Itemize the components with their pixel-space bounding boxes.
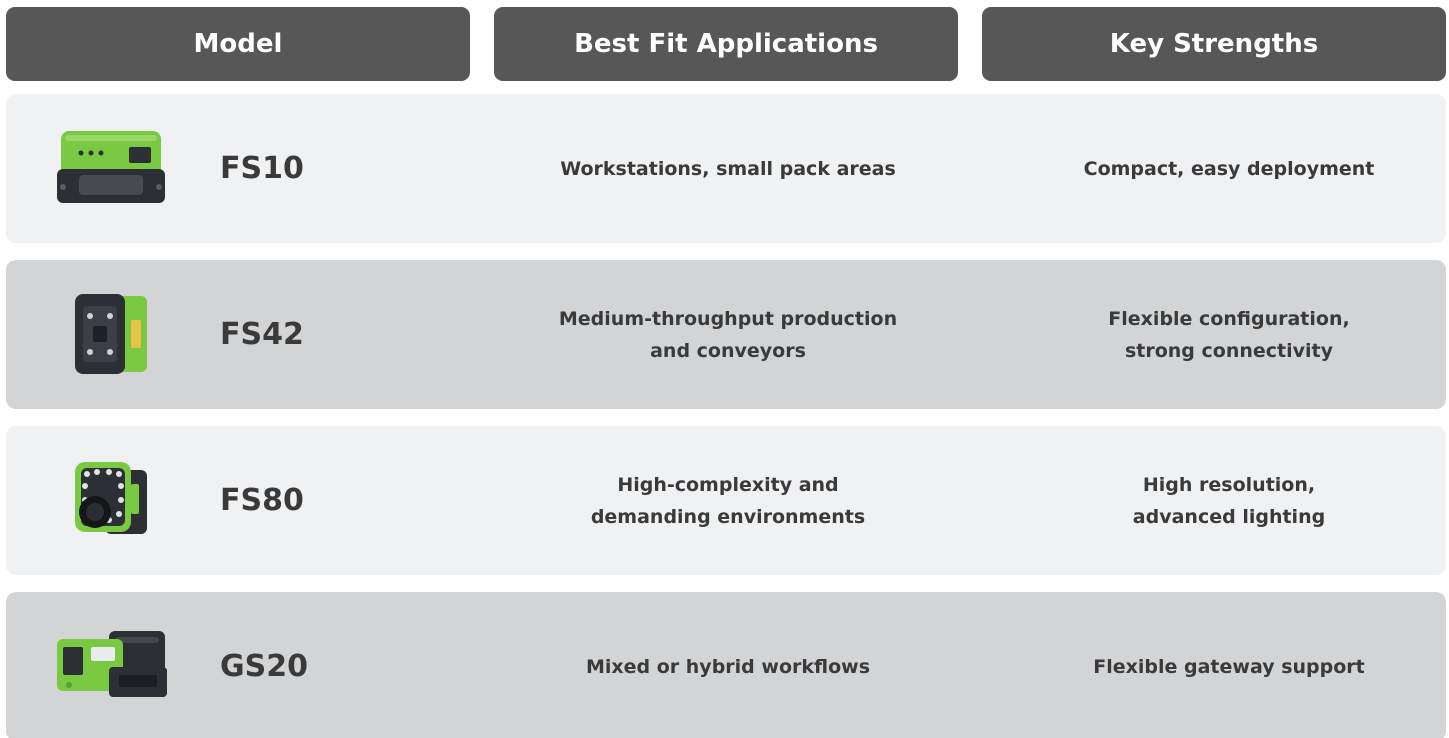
applications-line: and conveyors bbox=[650, 339, 806, 362]
strengths-line: Compact, easy deployment bbox=[1083, 157, 1375, 180]
model-name: GS20 bbox=[220, 649, 308, 684]
fs80-scanner-icon bbox=[46, 450, 176, 550]
table-row-fs10: FS10 Workstations, small pack areas Comp… bbox=[6, 94, 1446, 243]
table-row-fs42: FS42 Medium-throughput production and co… bbox=[6, 260, 1446, 409]
applications-line: demanding environments bbox=[590, 505, 866, 528]
strengths-line: High resolution, bbox=[1142, 473, 1316, 496]
strengths-line: Flexible configuration, bbox=[1108, 307, 1350, 330]
model-name: FS80 bbox=[220, 483, 304, 518]
key-strengths-cell: High resolution, advanced lighting bbox=[1002, 426, 1449, 575]
table-row-gs20: GS20 Mixed or hybrid workflows Flexible … bbox=[6, 592, 1446, 738]
fs10-scanner-icon bbox=[46, 118, 176, 218]
table-row-fs80: FS80 High-complexity and demanding envir… bbox=[6, 426, 1446, 575]
key-strengths-cell: Flexible gateway support bbox=[1002, 592, 1449, 738]
strengths-line: Flexible gateway support bbox=[1093, 655, 1365, 678]
gs20-scanner-icon bbox=[46, 616, 176, 716]
header-key-strengths: Key Strengths bbox=[982, 7, 1446, 81]
key-strengths-cell: Compact, easy deployment bbox=[1002, 94, 1449, 243]
applications-line: Medium-throughput production bbox=[558, 307, 898, 330]
best-fit-applications-cell: Mixed or hybrid workflows bbox=[476, 592, 980, 738]
fs42-scanner-icon bbox=[46, 284, 176, 384]
model-name: FS10 bbox=[220, 151, 304, 186]
strengths-line: strong connectivity bbox=[1124, 339, 1334, 362]
strengths-line: advanced lighting bbox=[1132, 505, 1326, 528]
best-fit-applications-cell: High-complexity and demanding environmen… bbox=[476, 426, 980, 575]
best-fit-applications-cell: Workstations, small pack areas bbox=[476, 94, 980, 243]
header-model: Model bbox=[6, 7, 470, 81]
best-fit-applications-cell: Medium-throughput production and conveyo… bbox=[476, 260, 980, 409]
applications-line: Mixed or hybrid workflows bbox=[585, 655, 871, 678]
model-name: FS42 bbox=[220, 317, 304, 352]
applications-line: High-complexity and bbox=[617, 473, 839, 496]
applications-line: Workstations, small pack areas bbox=[560, 157, 896, 180]
header-best-fit-applications: Best Fit Applications bbox=[494, 7, 958, 81]
key-strengths-cell: Flexible configuration, strong connectiv… bbox=[1002, 260, 1449, 409]
